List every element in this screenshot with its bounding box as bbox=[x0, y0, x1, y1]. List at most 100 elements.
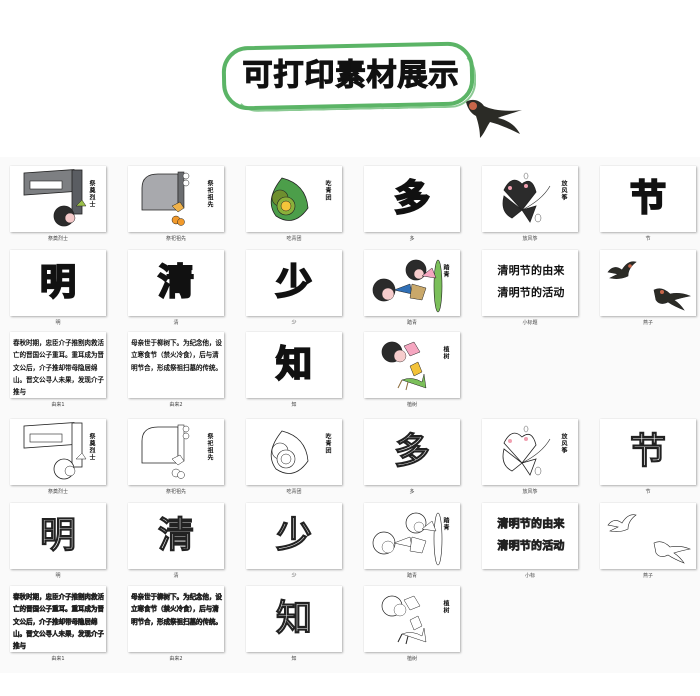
material-card-outline-4[interactable]: 放风筝 bbox=[482, 419, 578, 485]
card-caption: 植树 bbox=[442, 346, 449, 360]
material-card-color-6[interactable]: 明 bbox=[10, 250, 106, 316]
material-card-color-12[interactable]: 春秋时期，忠臣介子推割肉救活亡的晋国公子重耳。重耳成为晋文公后，介子推却带母隐居… bbox=[10, 332, 106, 398]
card-caption: 植树 bbox=[442, 600, 449, 614]
material-card-outline-3[interactable]: 多 bbox=[364, 419, 460, 485]
material-card-color-14[interactable]: 知 bbox=[246, 332, 342, 398]
card-caption: 放风筝 bbox=[560, 180, 567, 201]
material-card-outline-0[interactable]: 祭奠烈士 bbox=[10, 419, 106, 485]
subtitle-line: 清明节的活动 bbox=[497, 286, 565, 299]
card-label: 祭奠烈士 bbox=[47, 489, 68, 495]
header-banner: 可打印素材展示 bbox=[0, 0, 700, 157]
card-label: 清 bbox=[173, 573, 179, 579]
material-card-outline-10[interactable]: 清明节的由来 清明节的活动 bbox=[482, 503, 578, 569]
material-card-outline-5[interactable]: 节 bbox=[600, 419, 696, 485]
origin-paragraph: 春秋时期，忠臣介子推割肉救活亡的晋国公子重耳。重耳成为晋文公后，介子推却带母隐居… bbox=[13, 593, 104, 651]
card-label: 小标 bbox=[524, 573, 535, 579]
card-label: 知 bbox=[291, 656, 297, 662]
grave-flowers-illustration-icon bbox=[141, 171, 190, 226]
page-title: 可打印素材展示 bbox=[242, 57, 460, 93]
glyph-character: 知 bbox=[275, 343, 313, 386]
material-card-color-9[interactable]: 踏青 bbox=[364, 250, 460, 316]
card-label: 燕子 bbox=[642, 573, 653, 579]
material-card-outline-2[interactable]: 吃青团 bbox=[246, 419, 342, 485]
material-card-color-1[interactable]: 祭祀祖先 bbox=[128, 166, 224, 232]
glyph-character: 少 bbox=[275, 261, 313, 304]
glyph-character: 清 bbox=[157, 515, 194, 557]
material-card-color-7[interactable]: 清 bbox=[128, 250, 224, 316]
qingtuan-illustration-icon bbox=[270, 430, 309, 474]
material-card-color-15[interactable]: 植树 bbox=[364, 332, 460, 398]
material-card-color-11[interactable] bbox=[600, 250, 696, 316]
glyph-character: 节 bbox=[629, 177, 667, 220]
grave-flowers-illustration-icon bbox=[141, 424, 190, 479]
card-caption: 放风筝 bbox=[560, 433, 567, 454]
card-caption: 祭祀祖先 bbox=[206, 433, 213, 461]
swallows-illustration-icon bbox=[607, 514, 692, 564]
card-label: 由来2 bbox=[169, 656, 183, 662]
subtitle-lines: 清明节的由来 清明节的活动 bbox=[486, 513, 576, 557]
glyph-character: 清 bbox=[157, 261, 195, 304]
outing-kids-illustration-icon bbox=[372, 259, 443, 313]
material-card-outline-8[interactable]: 少 bbox=[246, 503, 342, 569]
material-card-outline-15[interactable]: 植树 bbox=[364, 586, 460, 652]
material-card-color-4[interactable]: 放风筝 bbox=[482, 166, 578, 232]
glyph-character: 多 bbox=[393, 177, 431, 220]
material-card-outline-14[interactable]: 知 bbox=[246, 586, 342, 652]
subtitle-line: 清明节的由来 bbox=[497, 264, 565, 277]
card-label: 小标题 bbox=[522, 320, 538, 326]
material-card-color-3[interactable]: 多 bbox=[364, 166, 460, 232]
glyph-character: 知 bbox=[275, 598, 312, 640]
card-label: 祭奠烈士 bbox=[47, 236, 68, 242]
card-label: 知 bbox=[291, 402, 297, 408]
material-card-color-10[interactable]: 清明节的由来 清明节的活动 bbox=[482, 250, 578, 316]
card-label: 祭祀祖先 bbox=[165, 236, 186, 242]
card-caption: 踏青 bbox=[442, 517, 449, 531]
card-label: 燕子 bbox=[642, 320, 653, 326]
material-card-outline-9[interactable]: 踏青 bbox=[364, 503, 460, 569]
card-label: 由来1 bbox=[51, 402, 65, 408]
card-label: 植树 bbox=[406, 402, 417, 408]
origin-paragraph: 母亲世于柳树下。为纪念他，设立寒食节（禁火冷食），后与清明节合，形成祭祖扫墓的传… bbox=[131, 593, 222, 626]
material-card-outline-13[interactable]: 母亲世于柳树下。为纪念他，设立寒食节（禁火冷食），后与清明节合，形成祭祖扫墓的传… bbox=[128, 586, 224, 652]
tombstone-child-illustration-icon bbox=[23, 422, 87, 480]
subtitle-line: 清明节的活动 bbox=[497, 539, 565, 553]
material-card-color-13[interactable]: 母亲世于柳树下。为纪念他，设立寒食节（禁火冷食），后与清明节合，形成祭祖扫墓的传… bbox=[128, 332, 224, 398]
material-card-color-0[interactable]: 祭奠烈士 bbox=[10, 166, 106, 232]
card-caption: 祭奠烈士 bbox=[88, 180, 95, 208]
swallows-illustration-icon bbox=[607, 261, 692, 311]
kite-illustration-icon bbox=[502, 172, 551, 223]
card-label: 少 bbox=[291, 320, 297, 326]
outing-kids-illustration-icon bbox=[372, 512, 443, 566]
swallow-icon bbox=[466, 99, 522, 138]
card-label: 由来2 bbox=[169, 402, 183, 408]
glyph-character: 少 bbox=[275, 515, 312, 557]
material-card-color-5[interactable]: 节 bbox=[600, 166, 696, 232]
origin-paragraph: 春秋时期，忠臣介子推割肉救活亡的晋国公子重耳。重耳成为晋文公后，介子推却带母隐居… bbox=[13, 339, 104, 397]
card-label: 明 bbox=[55, 573, 61, 579]
card-caption: 祭祀祖先 bbox=[206, 180, 213, 208]
material-card-outline-11[interactable] bbox=[600, 503, 696, 569]
card-label: 清 bbox=[173, 320, 179, 326]
card-label: 多 bbox=[409, 236, 415, 242]
tombstone-child-illustration-icon bbox=[23, 169, 87, 227]
card-label: 祭祀祖先 bbox=[165, 489, 186, 495]
kite-illustration-icon bbox=[502, 425, 551, 476]
card-label: 吃青团 bbox=[286, 489, 302, 495]
materials-gallery: 祭奠烈士祭奠烈士 祭祀祖先祭祀祖先 吃青团吃青团多多 放风筝放风筝节节明明清清少… bbox=[0, 157, 700, 673]
material-card-outline-12[interactable]: 春秋时期，忠臣介子推割肉救活亡的晋国公子重耳。重耳成为晋文公后，介子推却带母隐居… bbox=[10, 586, 106, 652]
card-label: 放风筝 bbox=[522, 489, 538, 495]
planting-tree-illustration-icon bbox=[381, 595, 427, 645]
card-label: 吃青团 bbox=[286, 236, 302, 242]
card-caption: 吃青团 bbox=[324, 433, 331, 454]
card-caption: 踏青 bbox=[442, 264, 449, 278]
material-card-color-2[interactable]: 吃青团 bbox=[246, 166, 342, 232]
subtitle-line: 清明节的由来 bbox=[497, 517, 565, 531]
material-card-color-8[interactable]: 少 bbox=[246, 250, 342, 316]
material-card-outline-6[interactable]: 明 bbox=[10, 503, 106, 569]
card-label: 明 bbox=[55, 320, 61, 326]
material-card-outline-1[interactable]: 祭祀祖先 bbox=[128, 419, 224, 485]
subtitle-lines: 清明节的由来 清明节的活动 bbox=[486, 260, 576, 304]
material-card-outline-7[interactable]: 清 bbox=[128, 503, 224, 569]
card-label: 踏青 bbox=[406, 573, 417, 579]
origin-paragraph: 母亲世于柳树下。为纪念他，设立寒食节（禁火冷食），后与清明节合，形成祭祖扫墓的传… bbox=[131, 339, 222, 372]
